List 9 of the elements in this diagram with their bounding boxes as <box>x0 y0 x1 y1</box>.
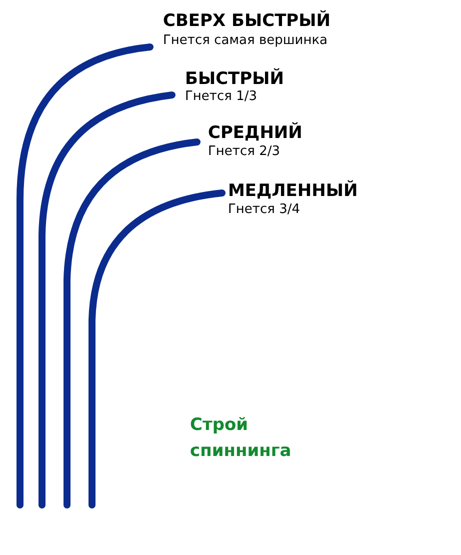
action-description: Гнется 1/3 <box>185 89 258 104</box>
action-heading: БЫСТРЫЙ <box>185 69 284 89</box>
action-description: Гнется самая вершинка <box>163 33 328 48</box>
action-description: Гнется 3/4 <box>228 202 300 217</box>
action-heading: СВЕРХ БЫСТРЫЙ <box>163 11 330 31</box>
action-heading: МЕДЛЕННЫЙ <box>228 181 358 201</box>
action-description: Гнется 2/3 <box>208 144 280 159</box>
action-heading: СРЕДНИЙ <box>208 123 302 143</box>
caption: Строй спиннинга <box>190 414 292 463</box>
